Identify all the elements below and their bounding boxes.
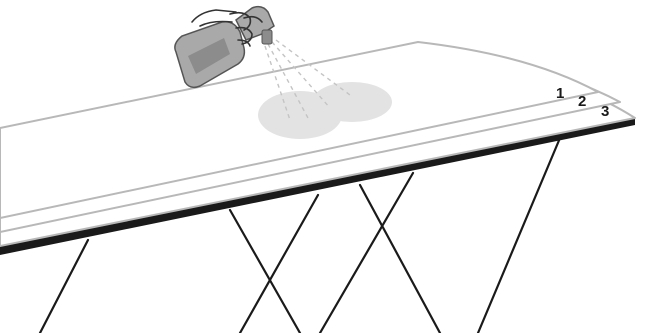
layer-label-2: 2	[578, 93, 586, 110]
layer-label-3: 3	[601, 103, 609, 120]
layer-label-1: 1	[556, 85, 564, 102]
